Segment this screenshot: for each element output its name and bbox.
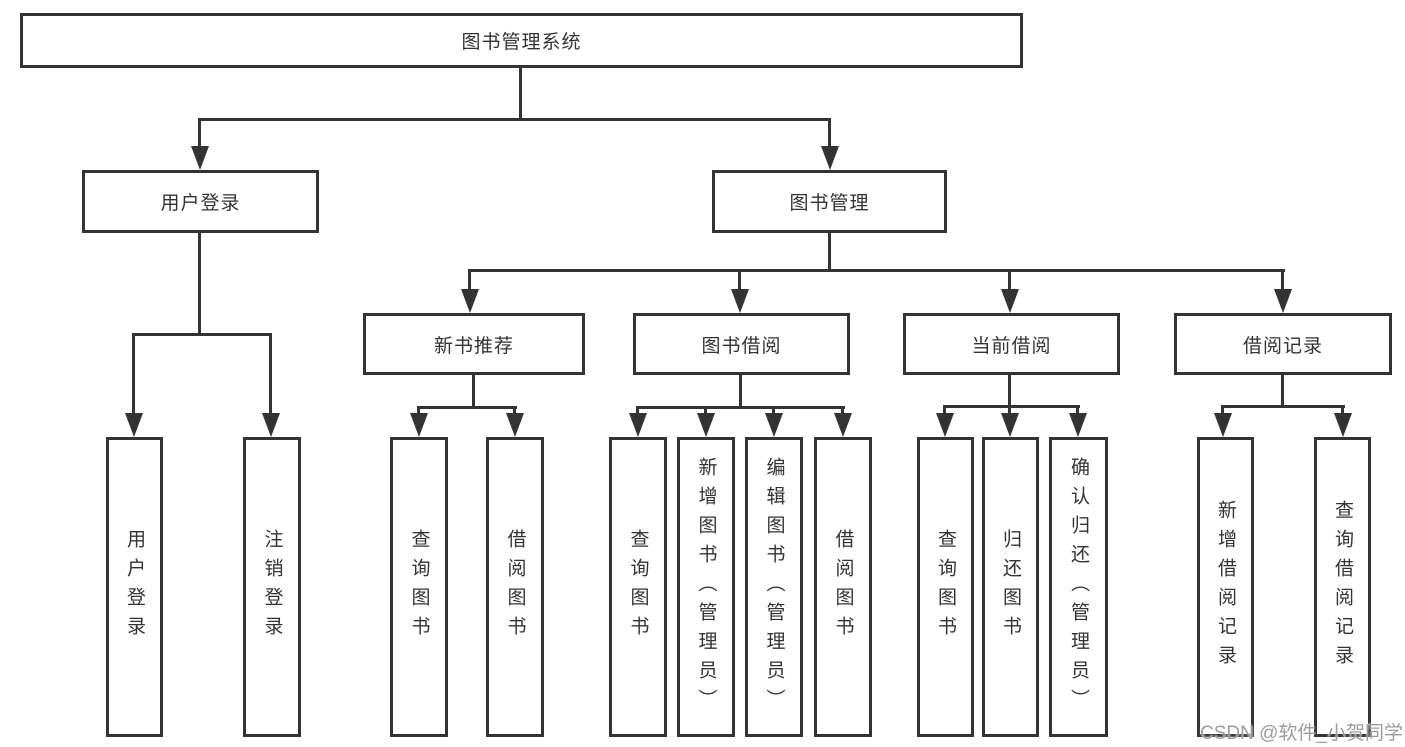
node-book-management: 图书管理 xyxy=(712,170,947,233)
connector-line xyxy=(636,406,845,409)
node-current-borrowing: 当前借阅 xyxy=(903,313,1120,375)
leaf-return-books: 归还图书 xyxy=(982,437,1039,737)
connector-line xyxy=(738,269,741,293)
arrowhead xyxy=(936,413,954,437)
connector-line xyxy=(828,118,831,152)
node-label: 用户登录 xyxy=(160,193,241,214)
leaf-borrowing-query-books: 查询图书 xyxy=(609,437,667,737)
node-new-book-recommendation: 新书推荐 xyxy=(363,313,585,375)
node-label: 新书推荐 xyxy=(433,335,514,357)
node-label: 注销登录 xyxy=(261,529,283,645)
arrowhead xyxy=(1001,413,1019,437)
connector-line xyxy=(1008,405,1011,418)
node-library-system-root: 图书管理系统 xyxy=(20,13,1023,68)
connector-line xyxy=(772,406,775,418)
arrowhead xyxy=(125,413,143,437)
node-label: 查询图书 xyxy=(627,529,649,645)
arrowhead xyxy=(1274,289,1292,313)
connector-line xyxy=(468,269,471,293)
connector-line xyxy=(269,333,272,417)
connector-line xyxy=(1221,405,1224,418)
node-label: 归还图书 xyxy=(1000,529,1021,645)
arrowhead xyxy=(191,146,209,170)
node-label: 编辑图书（管理员） xyxy=(763,456,785,718)
arrowhead xyxy=(461,289,479,313)
leaf-user-login: 用户登录 xyxy=(106,437,163,737)
node-label: 图书管理 xyxy=(789,193,870,214)
leaf-edit-books-admin: 编辑图书（管理员） xyxy=(745,437,803,737)
connector-line xyxy=(472,375,475,409)
node-label: 图书借阅 xyxy=(701,335,782,357)
node-user-login: 用户登录 xyxy=(82,170,319,233)
arrowhead xyxy=(1001,289,1019,313)
connector-line xyxy=(198,118,831,121)
node-label: 查询图书 xyxy=(935,529,956,645)
connector-line xyxy=(1341,405,1344,418)
node-label: 查询图书 xyxy=(408,529,430,645)
arrowhead xyxy=(765,413,783,437)
leaf-current-query-books: 查询图书 xyxy=(917,437,974,737)
leaf-borrowing-borrow-books: 借阅图书 xyxy=(814,437,872,737)
arrowhead xyxy=(834,413,852,437)
connector-line xyxy=(417,406,420,418)
node-label: 当前借阅 xyxy=(971,335,1052,357)
leaf-add-borrow-record: 新增借阅记录 xyxy=(1197,437,1254,737)
node-label: 借阅图书 xyxy=(504,529,526,645)
node-borrowing-records: 借阅记录 xyxy=(1174,313,1392,375)
connector-line xyxy=(132,333,135,417)
connector-line xyxy=(198,118,201,152)
connector-line xyxy=(198,233,201,336)
connector-line xyxy=(636,406,639,418)
node-label: 用户登录 xyxy=(124,529,145,645)
leaf-logout: 注销登录 xyxy=(243,437,301,737)
connector-line xyxy=(132,333,272,336)
connector-line xyxy=(828,233,831,272)
node-label: 新增借阅记录 xyxy=(1215,500,1236,674)
node-label: 借阅记录 xyxy=(1242,335,1323,357)
node-label: 确认归还（管理员） xyxy=(1068,456,1089,718)
node-label: 借阅图书 xyxy=(832,529,854,645)
arrowhead xyxy=(697,413,715,437)
leaf-add-books-admin: 新增图书（管理员） xyxy=(677,437,735,737)
arrowhead xyxy=(262,413,280,437)
arrowhead xyxy=(410,413,428,437)
connector-line xyxy=(1076,405,1079,418)
connector-line xyxy=(417,406,517,409)
connector-line xyxy=(519,68,522,120)
node-label: 查询借阅记录 xyxy=(1332,500,1353,674)
connector-line xyxy=(704,406,707,418)
connector-line xyxy=(1281,375,1284,408)
arrowhead xyxy=(821,146,839,170)
watermark: CSDN @软件_小贺同学 xyxy=(1200,723,1403,744)
connector-line xyxy=(513,406,516,418)
arrowhead xyxy=(731,289,749,313)
connector-line xyxy=(1008,269,1011,293)
node-book-borrowing: 图书借阅 xyxy=(633,313,850,375)
leaf-confirm-return-admin: 确认归还（管理员） xyxy=(1049,437,1108,737)
leaf-query-borrow-record: 查询借阅记录 xyxy=(1314,437,1371,737)
connector-line xyxy=(841,406,844,418)
connector-line xyxy=(943,405,1080,408)
connector-line xyxy=(1281,269,1284,293)
leaf-recommend-borrow-books: 借阅图书 xyxy=(486,437,544,737)
arrowhead xyxy=(506,413,524,437)
connector-line xyxy=(943,405,946,418)
connector-line xyxy=(468,269,1285,272)
leaf-recommend-query-books: 查询图书 xyxy=(390,437,448,737)
arrowhead xyxy=(1069,413,1087,437)
arrowhead xyxy=(1214,413,1232,437)
arrowhead xyxy=(629,413,647,437)
connector-line xyxy=(1008,375,1011,408)
arrowhead xyxy=(1334,413,1352,437)
node-label: 图书管理系统 xyxy=(461,32,582,53)
node-label: 新增图书（管理员） xyxy=(695,456,717,718)
connector-line xyxy=(739,375,742,409)
connector-line xyxy=(1221,405,1345,408)
